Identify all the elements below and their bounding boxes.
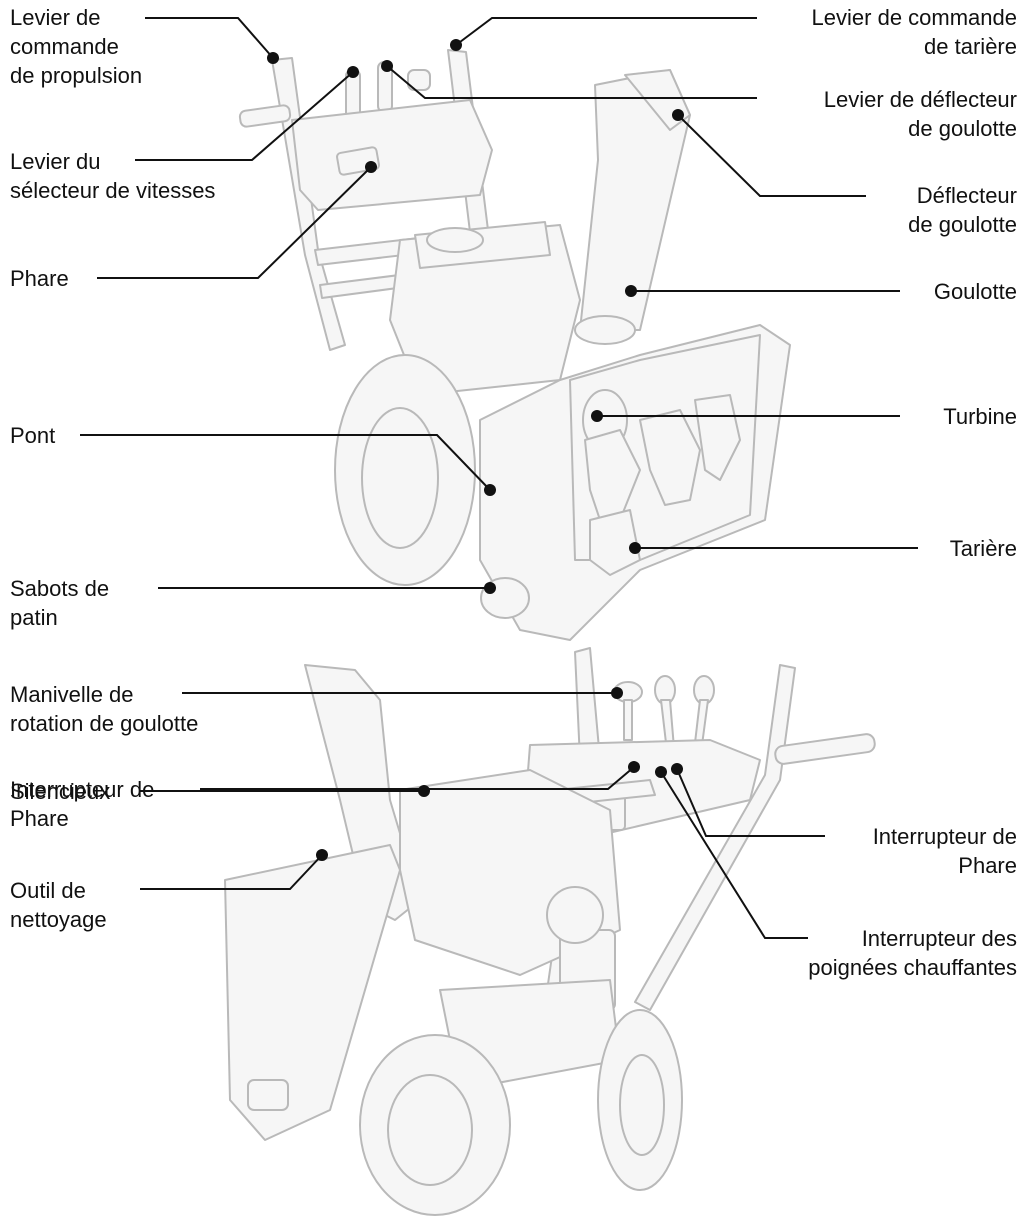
- dot-turbine: [591, 410, 603, 422]
- dot-deflecteur: [672, 109, 684, 121]
- label-levier-selecteur: Levier du sélecteur de vitesses: [10, 147, 215, 205]
- label-interrupteur-poignees: Interrupteur des poignées chauffantes: [808, 924, 1017, 982]
- label-phare: Phare: [10, 264, 69, 293]
- dot-silencieux: [418, 785, 430, 797]
- label-sabots: Sabots de patin: [10, 574, 109, 632]
- label-interrupteur-phare-droite: Interrupteur de Phare: [873, 822, 1017, 880]
- dot-interrupteur-phare-droite: [671, 763, 683, 775]
- dot-phare: [365, 161, 377, 173]
- dot-tariere: [629, 542, 641, 554]
- dot-goulotte: [625, 285, 637, 297]
- label-pont: Pont: [10, 421, 55, 450]
- dot-interrupteur-poignees: [655, 766, 667, 778]
- leader-levier-deflecteur: [387, 66, 757, 98]
- label-deflecteur: Déflecteur de goulotte: [908, 181, 1017, 239]
- leader-levier-tariere: [456, 18, 757, 45]
- label-manivelle: Manivelle de rotation de goulotte: [10, 680, 198, 738]
- label-silencieux: Silencieux: [10, 777, 110, 806]
- dot-pont: [484, 484, 496, 496]
- label-outil: Outil de nettoyage: [10, 876, 107, 934]
- leader-levier-propulsion: [145, 18, 273, 58]
- snowblower-rear-illustration: [225, 648, 876, 1215]
- label-tariere: Tarière: [950, 534, 1017, 563]
- snowblower-front-illustration: [239, 50, 790, 640]
- dot-levier-selecteur: [347, 66, 359, 78]
- label-levier-propulsion: Levier de commande de propulsion: [10, 3, 142, 90]
- dot-outil: [316, 849, 328, 861]
- dot-interrupteur-phare-gauche: [628, 761, 640, 773]
- label-goulotte: Goulotte: [934, 277, 1017, 306]
- label-levier-tariere: Levier de commande de tarière: [812, 3, 1017, 61]
- dot-levier-propulsion: [267, 52, 279, 64]
- label-levier-deflecteur: Levier de déflecteur de goulotte: [824, 85, 1017, 143]
- label-turbine: Turbine: [943, 402, 1017, 431]
- dot-manivelle: [611, 687, 623, 699]
- dot-levier-deflecteur: [381, 60, 393, 72]
- dot-sabots: [484, 582, 496, 594]
- dot-levier-tariere: [450, 39, 462, 51]
